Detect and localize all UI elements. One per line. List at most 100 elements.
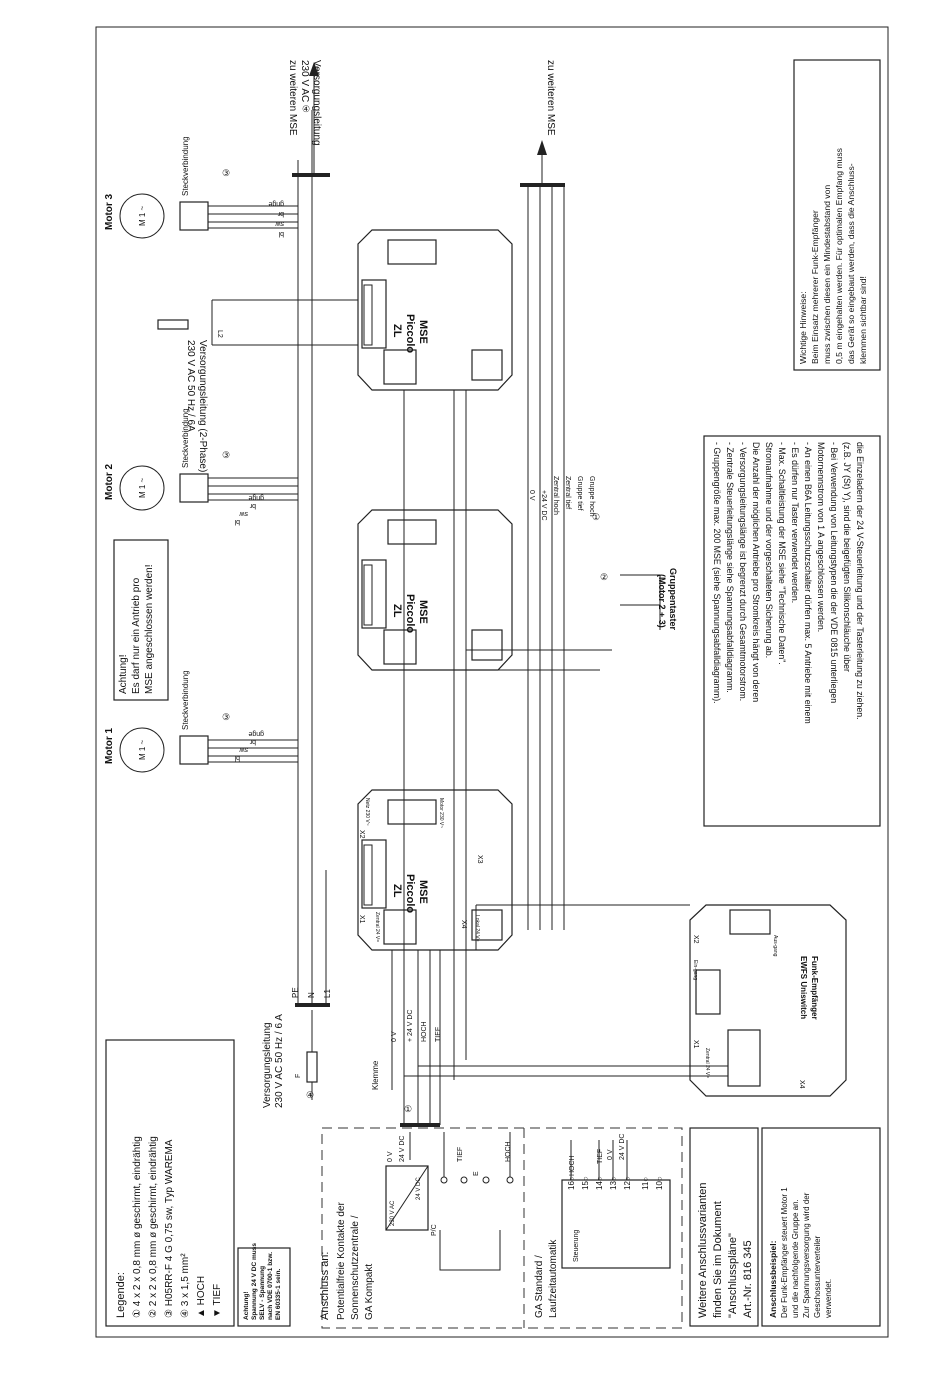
tech-notes-box	[703, 435, 881, 827]
supply-mid-line: Versorgungsleitung (2-Phase)	[197, 340, 208, 472]
selv-line: Achtung!	[243, 1291, 250, 1320]
supply-right: Versorgungsleitung 230 V AC zu weiteren …	[287, 60, 322, 146]
ga-terminal: 11○	[641, 1177, 650, 1190]
tech-notes: - Gruppengröße max. 200 MSE (siehe Spann…	[712, 442, 865, 724]
anschluss-panel	[321, 1127, 683, 1329]
phase-l1: L1	[323, 989, 332, 998]
cable-marker-3: ③	[222, 450, 230, 460]
cable-marker-3: ③	[222, 712, 230, 722]
legend-box	[105, 1039, 235, 1327]
mse-name: Piccolo	[404, 314, 416, 353]
tech-note: - An einen B6A Leitungsschutzschalter dü…	[803, 442, 813, 724]
tech-note: Die Anzahl der möglichen Antriebe pro St…	[751, 442, 761, 702]
anschluss-label: TIEF	[457, 1147, 464, 1162]
selv-line: Spannung 24 V DC muss	[251, 1243, 258, 1320]
selv-line: nach VDE 0700-1 bzw.	[267, 1252, 274, 1320]
legend-item: ▲ HOCH	[196, 1276, 207, 1318]
supply-right-line: 230 V AC	[299, 60, 310, 102]
tech-note: Motornennstrom von 1 A angeschlossen wer…	[816, 442, 826, 632]
receiver-label: Ein-gang	[692, 960, 698, 980]
supply-mid: Versorgungsleitung (2-Phase) 230 V AC 50…	[185, 340, 208, 472]
wire-label: bl	[234, 754, 240, 761]
variants-line: "Anschlusspläne"	[727, 1233, 739, 1318]
tech-note: (z.B. JY (St) Y), sind die beigefügten S…	[842, 442, 852, 672]
klemme-label: Klemme	[371, 1060, 380, 1090]
tech-note: - Versorgungsleitungslänge ist begrenzt …	[738, 442, 748, 701]
plug-connector	[179, 201, 209, 231]
bus-label: 0 V	[391, 1031, 398, 1042]
radio-note: Wichtige Hinweise:	[798, 291, 808, 364]
legend-item: ④ 3 x 1,5 mm²	[180, 1253, 191, 1318]
mse-name: ZL	[391, 884, 403, 898]
mse-label: Motor 230 V~	[438, 798, 444, 828]
fuse-mid	[157, 319, 189, 330]
fuse-left	[306, 1051, 318, 1083]
warning-line: Achtung!	[118, 655, 129, 694]
tech-note: - Zentrale Steuerleitungslänge siehe Spa…	[725, 442, 735, 693]
example-line: und die nachfolgende Gruppe an.	[791, 1199, 800, 1318]
ga-line: Laufzeitautomatik	[548, 1239, 559, 1318]
cable-marker-1: ①	[404, 1104, 412, 1114]
example-text: Anschlussbeispiel: Der Funk-Empfänger st…	[768, 1187, 833, 1318]
example-line: Geschossunterverteiler	[813, 1235, 822, 1318]
group-bus-label: Zentral tief	[564, 476, 571, 509]
radio-receiver: Funk-Empfänger EWFS Uniswitch X1 X2 X4 E…	[689, 904, 847, 1097]
arrow-up	[309, 62, 319, 76]
motor-2: Motor 2 M 1 ~ Steckverbindung bl sw br g…	[104, 408, 298, 525]
group-bus-label: +24 V DC	[540, 490, 547, 521]
receiver-label: X4	[798, 1080, 805, 1089]
variants-text: Weitere Anschlussvarianten finden Sie im…	[697, 1182, 754, 1318]
anschluss-label: P/C	[431, 1224, 438, 1236]
mse-label: Lokal 24 V=	[474, 915, 480, 942]
legend-item: ② 2 x 2 x 0,8 mm ø geschirmt, eindrähtig	[148, 1136, 159, 1318]
ga-label: 24 V DC	[619, 1134, 626, 1160]
wire-label: gnge	[268, 200, 284, 207]
ga-terminal: 12○	[623, 1176, 632, 1190]
anschluss-line: Potentialfreie Kontakte der	[336, 1201, 347, 1320]
plug-connector	[179, 473, 209, 503]
legend-title: Legende:	[115, 1272, 127, 1318]
tech-note: - Max. Schaltleistung der MSE siehe "Tec…	[777, 442, 787, 665]
receiver-label: X2	[692, 935, 699, 944]
anschluss-line: Sonnenschutzzentrale /	[350, 1215, 361, 1320]
example-line: Der Funk-Empfänger steuert Motor 1	[780, 1187, 789, 1318]
example-title: Anschlussbeispiel:	[768, 1240, 778, 1318]
mse-label: X3	[476, 855, 483, 864]
radio-note: Beim Einsatz mehrerer Funk-Empfänger	[810, 210, 820, 364]
mse-name: MSE	[417, 880, 429, 904]
variants-box	[689, 1127, 759, 1327]
cable-marker-4: ④	[302, 104, 310, 114]
ga-steuerung: Steuerung	[573, 1230, 580, 1262]
warning-line: Es darf nur ein Antrieb pro	[131, 577, 142, 694]
mse-label: X4	[460, 920, 467, 929]
warning-line: MSE angeschlossen werden!	[144, 564, 155, 694]
motor-1: Motor 1 M 1 ~ Steckverbindung bl sw br g…	[104, 670, 298, 773]
group-button: ② ① Gruppentaster (Motor 2 + 3)	[592, 512, 678, 631]
ga-label: HOCH	[569, 1155, 576, 1176]
receiver-label: Zentral 24 V=	[704, 1048, 710, 1078]
wire-label: gnge	[248, 494, 264, 501]
radio-notes: Wichtige Hinweise: Beim Einsatz mehrerer…	[798, 148, 868, 364]
ga-label: TIEF	[597, 1149, 604, 1164]
example-box	[761, 1127, 881, 1327]
supply-left: Versorgungsleitung 230 V AC 50 Hz / 6 A	[262, 1014, 285, 1108]
radio-note: 0,5 m eingehalten werden. Für optimalen …	[834, 148, 844, 364]
wire-label: sw	[239, 746, 249, 753]
cable-marker-1: ①	[592, 512, 600, 522]
control-unit-label: 24 V DC	[416, 1177, 422, 1200]
motor-symbol-label: M 1 ~	[138, 477, 147, 498]
ga-terminal: 16○	[567, 1176, 576, 1190]
ga-terminal: 15○	[581, 1176, 590, 1190]
tech-note: Stromaufnahme und der vorgeschalteten Si…	[764, 442, 774, 658]
warning-text: Achtung! Es darf nur ein Antrieb pro MSE…	[118, 564, 155, 694]
plug-label: Steckverbindung	[181, 670, 190, 730]
mse-unit-1: MSE Piccolo ZL	[357, 789, 513, 951]
motor-symbol	[119, 193, 165, 239]
cable-marker-3: ③	[222, 168, 230, 178]
wire-label: br	[277, 210, 284, 217]
plug-label: Steckverbindung	[181, 408, 190, 468]
wire-label: bl	[234, 518, 240, 525]
mse-name: Piccolo	[404, 594, 416, 633]
group-bus-label: Zentral hoch	[552, 476, 559, 515]
